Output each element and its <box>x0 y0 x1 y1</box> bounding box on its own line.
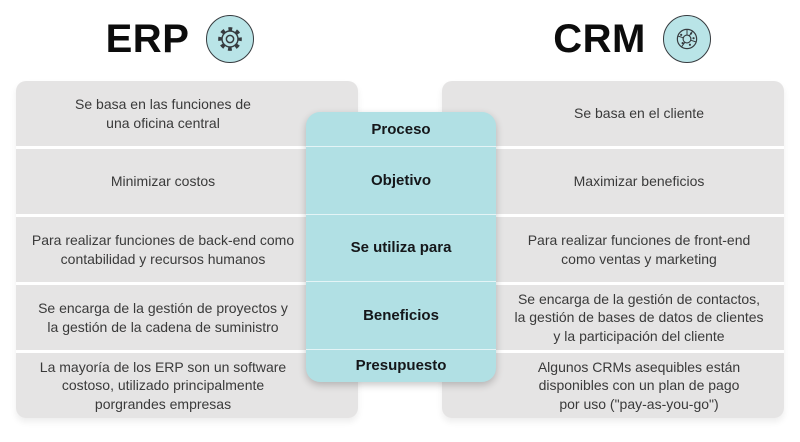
erp-cell-proceso: Se basa en las funciones de una oficina … <box>16 81 358 146</box>
crm-cell-proceso: Se basa en el cliente <box>442 81 784 146</box>
erp-cell-se-utiliza: Para realizar funciones de back-end como… <box>16 217 358 282</box>
crm-cycle-icon <box>662 15 711 63</box>
attribute-label-beneficios: Beneficios <box>306 281 496 349</box>
erp-cell-objetivo: Minimizar costos <box>16 149 358 214</box>
crm-header: CRM <box>452 8 800 70</box>
erp-title: ERP <box>105 17 190 61</box>
crm-title: CRM <box>553 17 646 61</box>
crm-cell-se-utiliza: Para realizar funciones de front-end com… <box>442 217 784 282</box>
erp-column: Se basa en las funciones de una oficina … <box>16 81 358 418</box>
gear-icon <box>206 15 255 63</box>
erp-cell-beneficios: Se encarga de la gestión de proyectos y … <box>16 285 358 350</box>
attribute-label-presupuesto: Presupuesto <box>306 348 496 382</box>
attribute-label-proceso: Proceso <box>371 120 431 138</box>
crm-cell-objetivo: Maximizar beneficios <box>442 149 784 214</box>
attribute-label-objetivo: Objetivo <box>306 146 496 214</box>
attribute-label-se-utiliza: Se utiliza para <box>306 213 496 282</box>
crm-cell-beneficios: Se encarga de la gestión de contactos, l… <box>442 285 784 350</box>
erp-cell-presupuesto: La mayoría de los ERP son un software co… <box>16 353 358 418</box>
crm-cell-presupuesto: Algunos CRMs asequibles están disponible… <box>442 353 784 418</box>
attribute-column: Proceso Objetivo Se utiliza para Benefic… <box>306 112 496 382</box>
crm-column: Se basa en el cliente Maximizar benefici… <box>442 81 784 418</box>
erp-header: ERP <box>0 8 360 70</box>
